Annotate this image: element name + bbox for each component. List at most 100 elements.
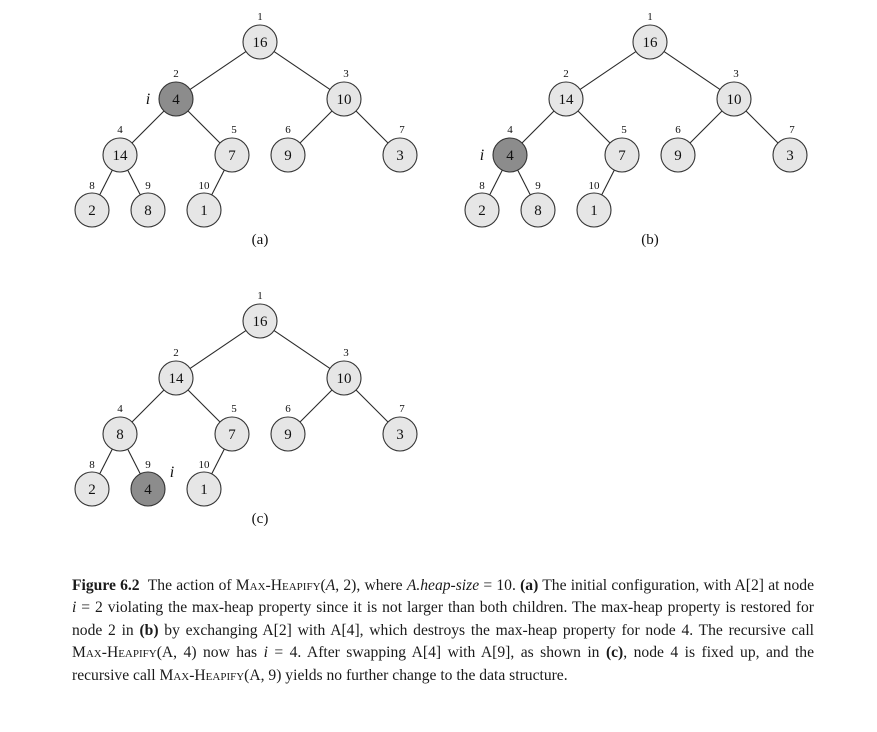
node-value: 4 xyxy=(506,148,514,164)
heap-node xyxy=(102,137,138,173)
heap-node xyxy=(382,416,418,452)
tree-edge xyxy=(355,110,389,144)
node-index: 7 xyxy=(399,403,405,415)
node-index: 7 xyxy=(399,124,405,136)
node-index: 6 xyxy=(285,124,291,136)
node-index: 6 xyxy=(675,124,681,136)
tree-edge xyxy=(579,51,637,90)
node-value: 14 xyxy=(559,92,575,108)
tree-edge xyxy=(689,110,723,144)
function-name: Max-Heapify xyxy=(72,644,157,662)
node-value: 9 xyxy=(284,427,292,443)
tree-edge xyxy=(189,330,247,369)
caption-text: by exchanging A[2] with A[4], which dest… xyxy=(158,621,814,639)
caption-text: (A, 9) yields no further change to the d… xyxy=(244,666,568,684)
heap-node xyxy=(102,416,138,452)
node-value: 7 xyxy=(228,427,236,443)
node-index: 10 xyxy=(589,180,601,192)
panel-label: (c) xyxy=(252,511,269,527)
node-index: 3 xyxy=(343,347,349,359)
heap-node xyxy=(326,360,362,396)
caption-text: ( xyxy=(320,577,326,594)
node-value: 16 xyxy=(253,35,269,51)
node-index: 4 xyxy=(117,403,123,415)
tree-edge xyxy=(273,330,331,369)
caption-text: (A, 4) now has xyxy=(156,644,264,662)
heap-node xyxy=(772,137,808,173)
node-value: 14 xyxy=(169,371,185,387)
heap-node xyxy=(158,360,194,396)
panel-ref-a: (a) xyxy=(520,577,539,594)
heap-node xyxy=(604,137,640,173)
node-value: 4 xyxy=(144,482,152,498)
tree-edge xyxy=(211,448,225,475)
function-name: Max-Heapify xyxy=(159,666,245,684)
node-value: 3 xyxy=(786,148,794,164)
highlighted-heap-node xyxy=(158,81,194,117)
caption-text: The initial configuration, with A[2] at … xyxy=(538,577,814,594)
heap-node xyxy=(186,192,222,228)
node-value: 1 xyxy=(200,203,208,219)
node-index: 5 xyxy=(231,403,237,415)
node-index: 9 xyxy=(535,180,541,192)
tree-edge xyxy=(127,169,141,196)
caption-text: = 10. xyxy=(479,577,521,594)
heap-node xyxy=(186,471,222,507)
node-index: 4 xyxy=(507,124,513,136)
node-index: 2 xyxy=(173,68,179,80)
node-value: 4 xyxy=(172,92,180,108)
node-index: 8 xyxy=(479,180,485,192)
pointer-i-label: i xyxy=(480,147,484,164)
figure-caption: Figure 6.2 The action of Max-Heapify(A, … xyxy=(72,575,814,687)
tree-edge xyxy=(745,110,779,144)
heap-diagram: 161421031447596372889110i(a)161142103447… xyxy=(74,11,808,527)
variable: A.heap-size xyxy=(406,577,480,594)
node-index: 1 xyxy=(257,11,263,23)
node-index: 8 xyxy=(89,459,95,471)
heap-node xyxy=(520,192,556,228)
node-value: 8 xyxy=(534,203,542,219)
highlighted-heap-node xyxy=(492,137,528,173)
tree-edge xyxy=(211,169,225,196)
heap-node xyxy=(632,24,668,60)
tree-edge xyxy=(131,389,165,423)
heap-node xyxy=(382,137,418,173)
heap-node xyxy=(326,81,362,117)
caption-text: = 2 violating the max-heap property sinc… xyxy=(72,599,814,639)
node-index: 9 xyxy=(145,459,151,471)
heap-node xyxy=(548,81,584,117)
node-value: 9 xyxy=(284,148,292,164)
tree-edge xyxy=(187,389,221,423)
caption-text: , node 4 is fixed up, and the recursive … xyxy=(72,644,815,684)
tree-edge xyxy=(663,51,721,90)
tree-edge xyxy=(131,110,165,144)
node-value: 9 xyxy=(674,148,682,164)
node-value: 7 xyxy=(228,148,236,164)
panel-ref-b: (b) xyxy=(139,621,159,639)
panel-label: (a) xyxy=(252,232,269,248)
node-index: 8 xyxy=(89,180,95,192)
tree-edge xyxy=(99,169,113,196)
tree-edge xyxy=(127,448,141,475)
tree-edge xyxy=(521,110,555,144)
tree-edge xyxy=(489,169,503,196)
tree-edge xyxy=(273,51,331,90)
node-index: 1 xyxy=(257,290,263,302)
node-index: 2 xyxy=(173,347,179,359)
function-name: Max-Heapify xyxy=(235,577,321,594)
node-index: 4 xyxy=(117,124,123,136)
variable: i xyxy=(72,599,77,617)
tree-edge xyxy=(299,389,333,423)
highlighted-heap-node xyxy=(130,471,166,507)
tree-edge xyxy=(601,169,615,196)
tree-edge xyxy=(517,169,531,196)
panel-label: (b) xyxy=(641,232,659,248)
tree-edge xyxy=(99,448,113,475)
heap-node xyxy=(464,192,500,228)
node-index: 6 xyxy=(285,403,291,415)
node-value: 1 xyxy=(590,203,598,219)
heap-node xyxy=(270,416,306,452)
node-value: 2 xyxy=(478,203,486,219)
heap-node xyxy=(270,137,306,173)
